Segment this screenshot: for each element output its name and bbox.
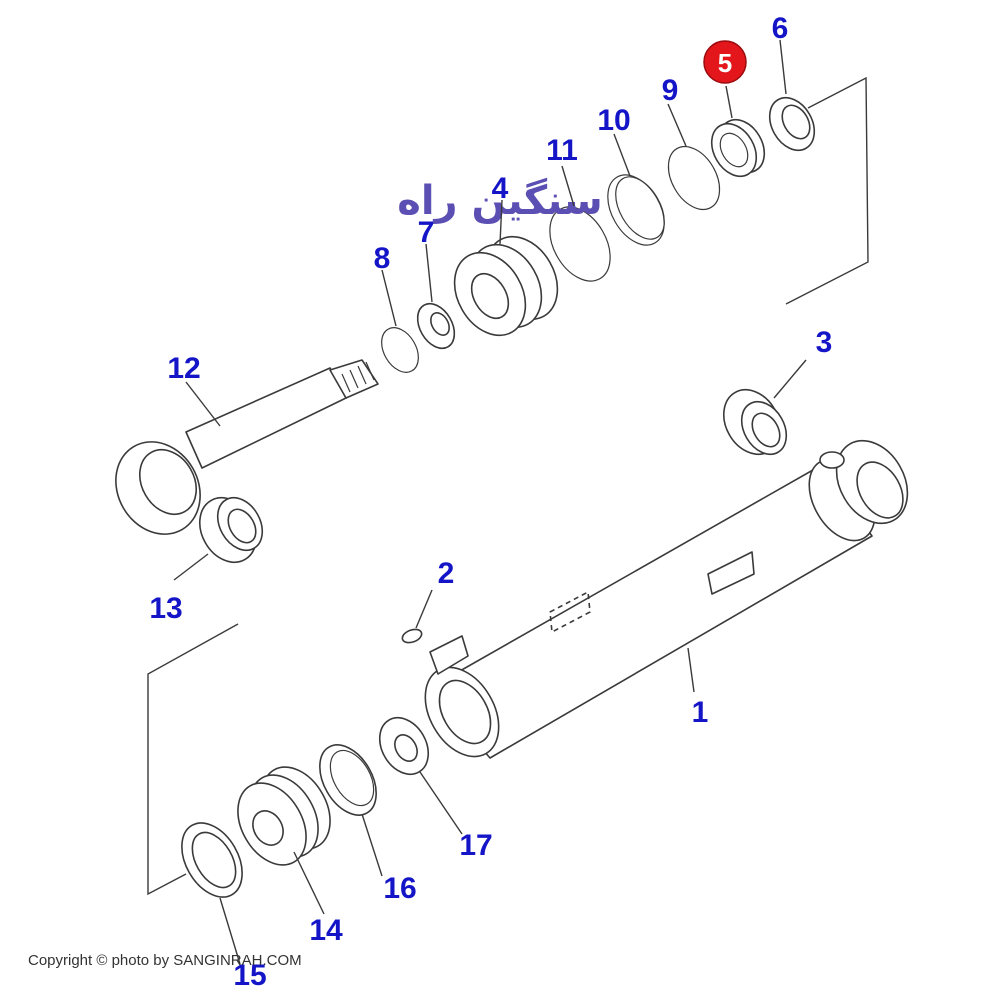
bushing-13[interactable]	[188, 488, 271, 573]
piston[interactable]	[224, 755, 344, 877]
part-label-13[interactable]: 13	[149, 592, 182, 625]
part-label-16[interactable]: 16	[383, 872, 416, 905]
cylinder-head[interactable]	[440, 224, 571, 348]
snap-ring[interactable]	[374, 321, 426, 379]
set-screw[interactable]	[401, 627, 424, 645]
slide-ring[interactable]	[308, 735, 388, 825]
part-label-4[interactable]: 4	[492, 172, 509, 205]
copyright-text: Copyright © photo by SANGINRAH.COM	[28, 952, 302, 969]
part-label-9[interactable]: 9	[662, 74, 679, 107]
piston-nut-7[interactable]	[410, 297, 462, 355]
highlight-marker-5	[703, 40, 747, 84]
part-label-7[interactable]: 7	[418, 216, 435, 249]
part-label-10[interactable]: 10	[597, 104, 630, 137]
frame-lines	[147, 76, 869, 896]
part-label-8[interactable]: 8	[374, 242, 391, 275]
part-label-15[interactable]: 15	[233, 959, 266, 992]
part-label-6[interactable]: 6	[772, 12, 789, 45]
bushing-5[interactable]	[703, 112, 774, 184]
part-label-14[interactable]: 14	[309, 914, 343, 947]
part-label-11[interactable]: 11	[546, 134, 578, 167]
part-label-3[interactable]: 3	[816, 326, 833, 359]
piston-nut-17[interactable]	[370, 709, 438, 783]
piston-rod[interactable]	[99, 359, 379, 550]
leader-lines	[173, 39, 807, 965]
wear-ring[interactable]	[169, 812, 254, 907]
part-labels: 1 2 3 4 5 6 7 8 9 10 11 12 13 14 15 16 1…	[149, 12, 832, 992]
rod-seal-ring[interactable]	[596, 165, 676, 255]
cylinder-tube[interactable]	[410, 428, 921, 770]
part-label-17[interactable]: 17	[459, 829, 492, 862]
part-label-12[interactable]: 12	[167, 352, 200, 385]
part-label-1[interactable]: 1	[692, 696, 709, 729]
backup-ring[interactable]	[658, 138, 730, 219]
dust-seal[interactable]	[761, 90, 824, 158]
part-label-5[interactable]: 5	[718, 48, 732, 78]
bushing-3[interactable]	[712, 380, 795, 465]
watermark-logo: سنگین راه	[397, 177, 603, 224]
o-ring[interactable]	[537, 196, 622, 291]
part-label-2[interactable]: 2	[438, 557, 455, 590]
